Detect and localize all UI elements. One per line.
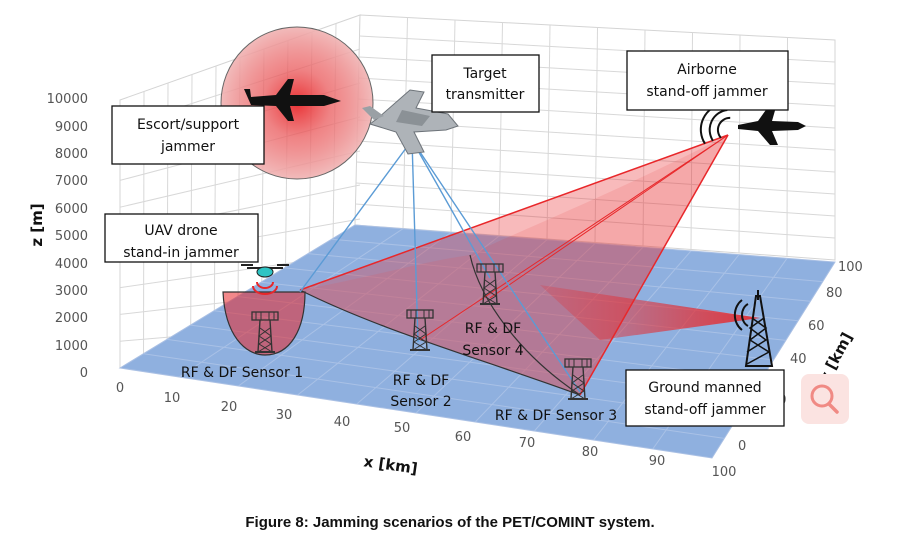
y-tick: 80	[826, 286, 843, 301]
y-tick: 100	[838, 260, 863, 275]
x-axis-title: x [km]	[363, 452, 419, 477]
target-signal-links	[299, 139, 581, 393]
z-tick: 6000	[55, 202, 88, 217]
z-tick: 2000	[55, 311, 88, 326]
z-tick: 0	[80, 366, 88, 381]
callout-target-transmitter: Target transmitter	[431, 54, 540, 113]
x-tick: 50	[394, 421, 411, 436]
x-tick: 70	[519, 436, 536, 451]
x-axis-ticks: 0 10 20 30 40 50 60 70 80 90 100	[116, 381, 737, 480]
z-tick: 10000	[47, 92, 88, 107]
z-tick: 7000	[55, 174, 88, 189]
x-tick: 40	[334, 415, 351, 430]
x-tick: 20	[221, 400, 238, 415]
callout-ground-jammer: Ground manned stand-off jammer	[625, 369, 785, 427]
callout-line: stand-off jammer	[644, 402, 765, 418]
zoom-badge[interactable]	[801, 374, 849, 424]
sensor-label-line: Sensor 2	[390, 394, 451, 410]
sensor-3-label: RF & DF Sensor 3	[495, 408, 617, 424]
x-tick: 0	[116, 381, 124, 396]
sensor-label-line: RF & DF	[465, 321, 521, 337]
z-tick: 8000	[55, 147, 88, 162]
z-axis-title: z [m]	[28, 203, 46, 246]
y-tick: 60	[808, 319, 825, 334]
uav-jamming-dome	[222, 291, 306, 356]
callout-airborne-jammer: Airborne stand-off jammer	[626, 50, 789, 111]
z-tick: 5000	[55, 229, 88, 244]
drone-icon	[241, 264, 289, 295]
x-tick: 10	[164, 391, 181, 406]
callout-line: stand-in jammer	[123, 245, 239, 261]
callout-uav-jammer: UAV drone stand-in jammer	[104, 213, 259, 263]
ground-jammer-icon	[733, 290, 774, 367]
callout-line: jammer	[160, 139, 215, 155]
figure-caption: Figure 8: Jamming scenarios of the PET/C…	[245, 514, 655, 531]
sensor-label-line: Sensor 4	[462, 343, 523, 359]
callout-line: stand-off jammer	[646, 84, 767, 100]
callout-line: Airborne	[677, 62, 737, 78]
sensor-2-label: RF & DF Sensor 2	[390, 373, 451, 410]
callout-line: UAV drone	[144, 223, 217, 239]
sensor-label-line: RF & DF	[393, 373, 449, 389]
z-tick: 9000	[55, 120, 88, 135]
z-axis-ticks: 10000 9000 8000 7000 6000 5000 4000 3000…	[47, 92, 88, 381]
z-tick: 4000	[55, 257, 88, 272]
x-tick: 100	[712, 465, 737, 480]
callout-line: Target	[462, 66, 507, 82]
sensor-1-label: RF & DF Sensor 1	[181, 365, 303, 381]
y-tick: 0	[738, 439, 746, 454]
z-tick: 1000	[55, 339, 88, 354]
callout-escort-jammer: Escort/support jammer	[111, 105, 265, 165]
aircraft-icon	[362, 89, 459, 155]
fighter-jet-icon	[244, 79, 341, 121]
x-tick: 80	[582, 445, 599, 460]
sensor-4-label: RF & DF Sensor 4	[462, 321, 523, 359]
x-tick: 90	[649, 454, 666, 469]
callout-line: transmitter	[446, 87, 525, 103]
y-tick: 40	[790, 352, 807, 367]
search-icon	[810, 384, 839, 414]
x-tick: 60	[455, 430, 472, 445]
jamming-beams	[299, 134, 760, 396]
callout-line: Escort/support	[137, 117, 240, 133]
callout-line: Ground manned	[648, 380, 761, 396]
z-tick: 3000	[55, 284, 88, 299]
x-tick: 30	[276, 408, 293, 423]
